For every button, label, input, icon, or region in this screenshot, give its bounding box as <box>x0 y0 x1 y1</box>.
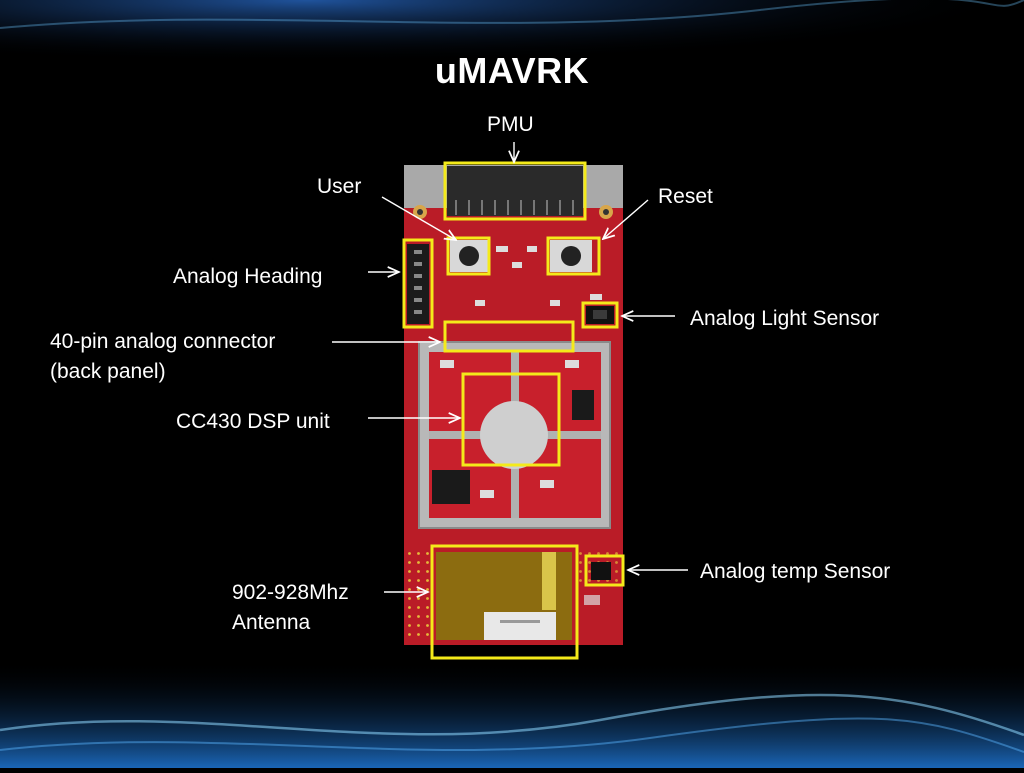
antenna-label-line1: 902-928Mhz <box>232 581 349 604</box>
reset-highlight <box>546 236 601 276</box>
top-glow <box>0 0 1024 90</box>
user-button-cap <box>459 246 479 266</box>
bottom-glow <box>0 660 1024 768</box>
user-highlight <box>446 236 491 276</box>
analog-heading-label: Analog Heading <box>173 265 323 288</box>
dsp-highlight <box>461 372 561 467</box>
bottom-wave-2 <box>0 717 1024 753</box>
analog-heading-pins <box>407 244 429 324</box>
top-wave <box>0 0 1024 29</box>
reset-arrow <box>603 199 649 239</box>
bottom-wave-1 <box>0 693 1024 737</box>
light-sensor-highlight <box>581 301 619 329</box>
connector-label-line1: 40-pin analog connector <box>50 330 276 353</box>
reset-button-cap <box>561 246 581 266</box>
reset-label: Reset <box>658 185 713 208</box>
pmu-connector <box>447 166 583 216</box>
antenna-pads <box>404 548 432 640</box>
shield-center-pad <box>480 401 548 469</box>
connector-highlight <box>443 320 575 353</box>
dsp-label: CC430 DSP unit <box>176 410 330 433</box>
pcb-board <box>404 165 623 645</box>
light-sensor-label: Analog Light Sensor <box>690 307 880 330</box>
temp-sensor-highlight <box>584 554 625 587</box>
temp-sensor-chip <box>591 562 611 580</box>
antenna-label-line2: Antenna <box>232 611 311 634</box>
user-arrow <box>381 196 456 240</box>
slide-title: uMAVRK <box>434 50 590 91</box>
analog-heading-highlight <box>402 238 434 329</box>
connector-label-line2: (back panel) <box>50 360 166 383</box>
pmu-label: PMU <box>487 113 534 136</box>
temp-sensor-label: Analog temp Sensor <box>700 560 891 583</box>
antenna-highlight <box>430 544 579 660</box>
user-label: User <box>317 175 362 198</box>
